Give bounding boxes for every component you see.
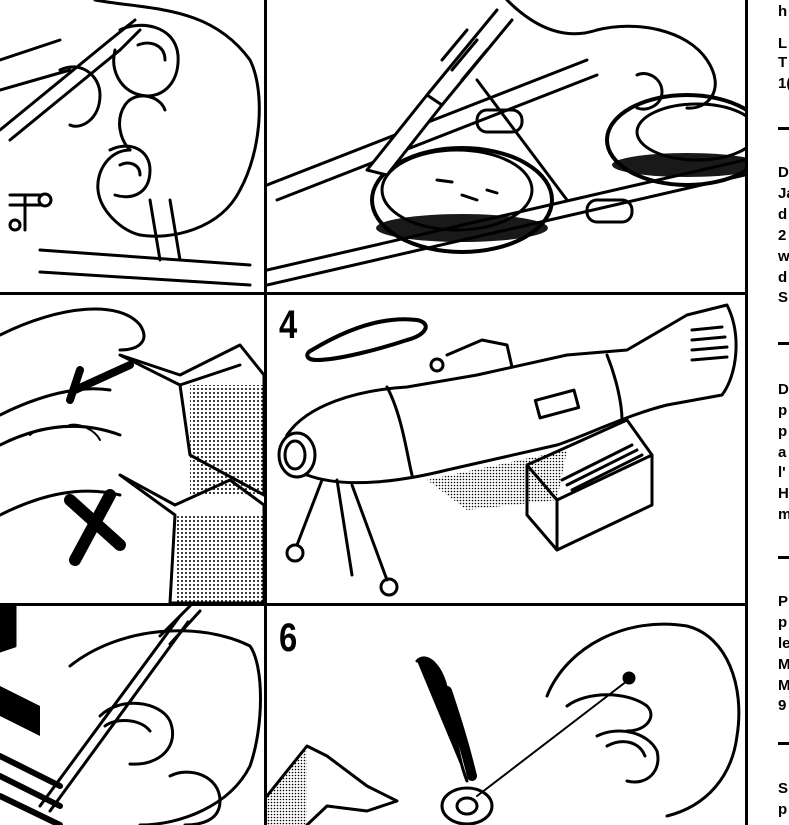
text-line: Ja xyxy=(778,185,789,202)
text-line: d xyxy=(778,206,788,223)
text-line: M xyxy=(778,656,789,673)
section-divider xyxy=(778,342,789,345)
step-1-panel xyxy=(0,0,264,292)
glue-application-illustration xyxy=(0,307,264,603)
section-divider xyxy=(778,556,789,559)
brush-painting-illustration xyxy=(0,606,262,825)
text-column-divider xyxy=(745,0,748,825)
row-divider-1 xyxy=(0,292,748,295)
text-line: S xyxy=(778,780,789,797)
text-line: 2 xyxy=(778,227,787,244)
column-divider xyxy=(264,0,267,825)
step-4-panel: 4 xyxy=(267,295,745,603)
text-line: p xyxy=(778,614,788,631)
text-line: D xyxy=(778,164,789,181)
step-6-panel: 6 xyxy=(267,606,745,825)
text-line: L xyxy=(778,35,788,52)
text-line: 1( xyxy=(778,75,789,92)
text-line: D xyxy=(778,381,789,398)
text-line: H xyxy=(778,485,789,502)
text-line: T xyxy=(778,54,788,71)
row-divider-2 xyxy=(0,603,748,606)
instruction-text-column: h L T 1( D Ja d 2 w d S D p p a l' H m P… xyxy=(765,0,789,825)
propeller-pin-illustration xyxy=(267,622,741,825)
text-line: m xyxy=(778,506,789,523)
text-line: p xyxy=(778,423,788,440)
text-line: w xyxy=(778,248,789,265)
text-line: S xyxy=(778,289,789,306)
text-line: M xyxy=(778,677,789,694)
knife-cutting-wheel-illustration xyxy=(267,0,745,287)
text-line: h xyxy=(778,3,788,20)
text-line: le xyxy=(778,635,789,652)
step-number: 4 xyxy=(279,303,298,347)
text-line: p xyxy=(778,402,788,419)
step-3-panel xyxy=(0,295,264,603)
step-number: 6 xyxy=(279,616,298,660)
text-line: l' xyxy=(778,464,786,481)
text-line: P xyxy=(778,593,789,610)
step-2-panel xyxy=(267,0,745,292)
fuselage-assembly-illustration xyxy=(277,303,738,597)
text-line: d xyxy=(778,269,788,286)
section-divider xyxy=(778,127,789,130)
text-line: 9 xyxy=(778,697,787,714)
text-line: p xyxy=(778,801,788,818)
section-divider xyxy=(778,742,789,745)
text-line: a xyxy=(778,444,787,461)
step-5-panel xyxy=(0,606,264,825)
hand-tweezers-illustration xyxy=(0,0,261,287)
